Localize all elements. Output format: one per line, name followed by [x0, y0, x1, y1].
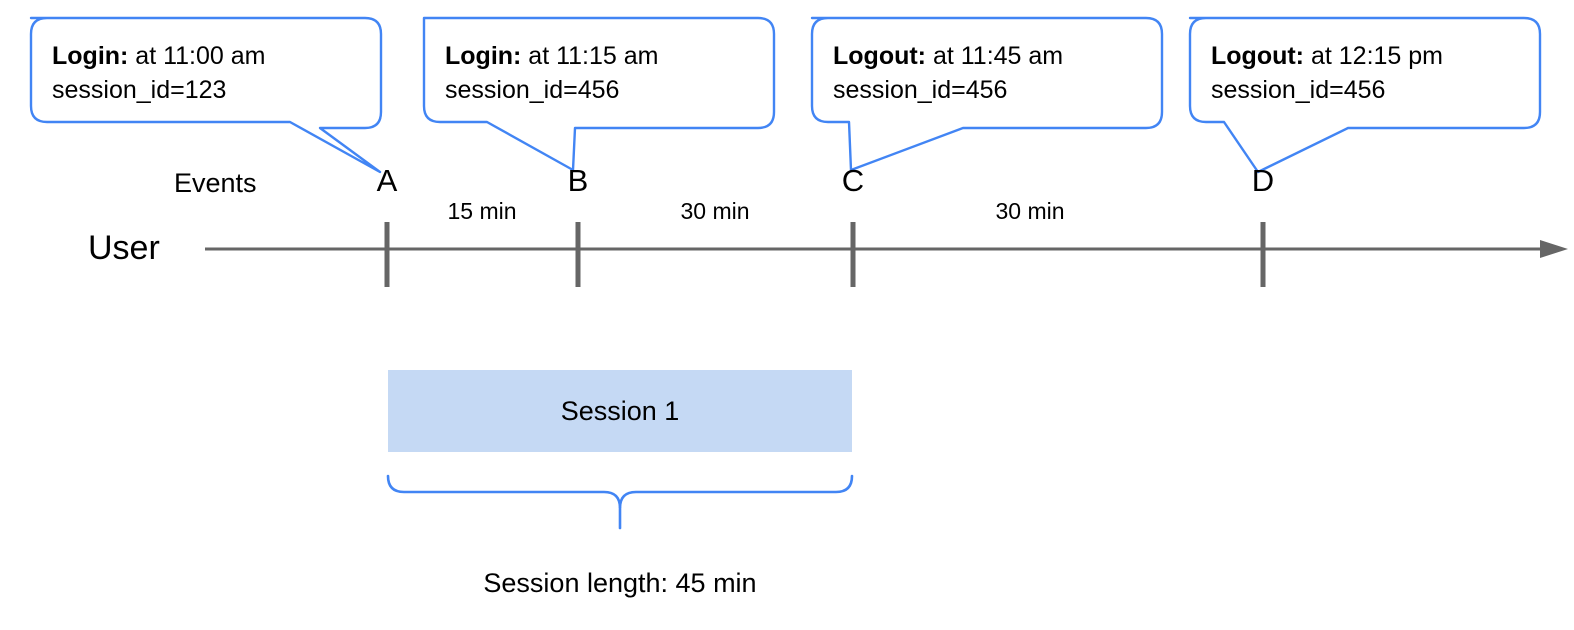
tick-label-c: C [841, 163, 865, 198]
callout-b-event-label: Login: [445, 42, 522, 70]
session-length-caption: Session length: 45 min [483, 568, 757, 598]
callout-c-time: at 11:45 am [926, 42, 1064, 70]
callout-a-text: Login: at 11:00 am session_id=123 [52, 39, 265, 107]
session-1-bar: Session 1 [388, 370, 852, 452]
callout-b-text: Login: at 11:15 am session_id=456 [445, 39, 658, 107]
callout-c-text: Logout: at 11:45 am session_id=456 [833, 39, 1063, 107]
session-length-brace [386, 474, 854, 530]
interval-label-bc: 30 min [680, 198, 750, 224]
callout-a-session-id: session_id=123 [52, 76, 227, 104]
tick-label-d: D [1251, 163, 1275, 198]
callout-a-event-label: Login: [52, 42, 129, 70]
callout-b-time: at 11:15 am [521, 42, 659, 70]
timeline-axis [205, 240, 1568, 258]
tick-label-b: B [567, 163, 589, 198]
tick-label-a: A [376, 163, 398, 198]
session-1-label: Session 1 [560, 395, 680, 426]
callout-b-session-id: session_id=456 [445, 76, 620, 104]
interval-label-ab: 15 min [447, 198, 517, 224]
interval-label-cd: 30 min [995, 198, 1065, 224]
event-tick-marks [384, 222, 1266, 287]
callout-c-event-label: Logout: [833, 42, 927, 70]
user-row-label: User [88, 229, 160, 267]
callout-d-session-id: session_id=456 [1211, 76, 1386, 104]
callout-d-text: Logout: at 12:15 pm session_id=456 [1211, 39, 1443, 107]
callout-d-event-label: Logout: [1211, 42, 1305, 70]
events-row-label: Events [174, 168, 257, 198]
callout-c-session-id: session_id=456 [833, 76, 1008, 104]
callout-a-time: at 11:00 am [128, 42, 266, 70]
callout-d-time: at 12:15 pm [1304, 42, 1443, 70]
